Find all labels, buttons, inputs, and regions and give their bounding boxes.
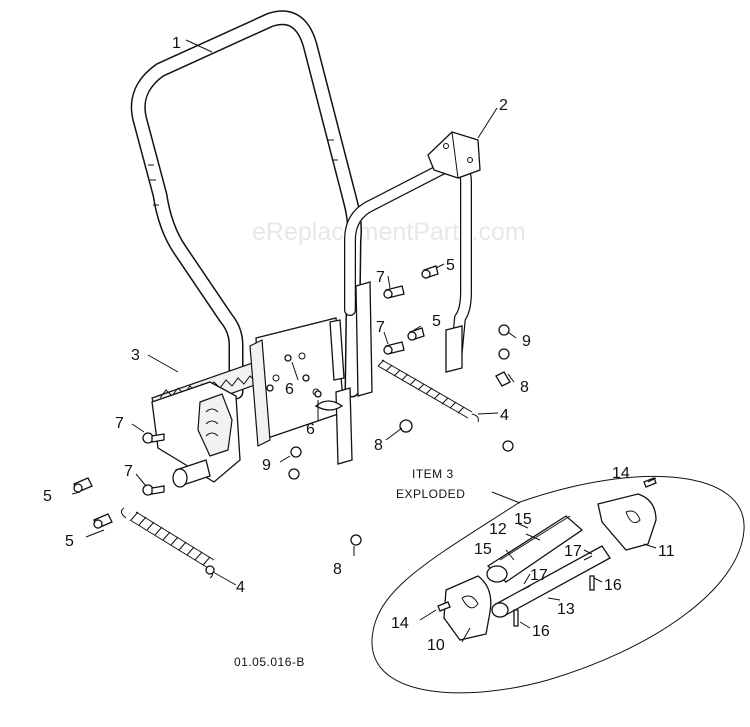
callout-5-a: 5 (446, 257, 455, 274)
callout-9-a: 9 (522, 333, 531, 350)
callout-14-b: 14 (612, 465, 630, 482)
callout-8-a: 8 (520, 379, 529, 396)
drawing-code: 01.05.016-B (234, 655, 305, 669)
callout-4-upper: 4 (500, 407, 509, 424)
exploded-view-boundary (371, 475, 745, 694)
callout-1: 1 (172, 35, 181, 52)
callout-8-b: 8 (374, 437, 383, 454)
pivot-bracket-part-3 (151, 317, 345, 488)
exploded-caption-line1: ITEM 3 (412, 467, 454, 481)
spring-upper (377, 359, 479, 423)
callout-13: 13 (557, 601, 575, 618)
callout-7-d: 7 (124, 463, 133, 480)
callout-3: 3 (131, 347, 140, 364)
exploded-parts (437, 477, 657, 641)
callout-7-b: 7 (376, 319, 385, 336)
callout-4-lower: 4 (236, 579, 245, 596)
callout-5-c: 5 (43, 488, 52, 505)
callout-14-a: 14 (391, 615, 409, 632)
callout-6-b: 6 (306, 421, 315, 438)
spring-lower (120, 507, 215, 579)
callout-7-c: 7 (115, 415, 124, 432)
watermark: eReplacementParts.com (252, 218, 526, 246)
callout-16-b: 16 (532, 623, 550, 640)
callout-labels: 1 2 3 4 4 5 5 5 5 6 6 7 7 7 7 8 8 8 9 9 … (43, 35, 675, 654)
callout-9-b: 9 (262, 457, 271, 474)
callout-11: 11 (658, 543, 675, 560)
callout-10: 10 (427, 637, 445, 654)
exploded-caption-line2: EXPLODED (396, 487, 465, 501)
callout-16-a: 16 (604, 577, 622, 594)
upper-roll-bar-part-2 (344, 131, 481, 366)
callout-8-c: 8 (333, 561, 342, 578)
callout-5-b: 5 (432, 313, 441, 330)
callout-5-d: 5 (65, 533, 74, 550)
callout-15-b: 15 (474, 541, 492, 558)
callout-6-a: 6 (285, 381, 294, 398)
callout-2: 2 (499, 97, 508, 114)
roll-bar-part-1 (130, 10, 362, 400)
callout-12: 12 (489, 521, 507, 538)
leader-lines (71, 39, 657, 643)
callout-7-a: 7 (376, 269, 385, 286)
callout-15-a: 15 (514, 511, 532, 528)
fasteners (73, 265, 514, 575)
callout-17-a: 17 (564, 543, 582, 560)
callout-17-b: 17 (530, 567, 548, 584)
support-strap (314, 281, 463, 465)
